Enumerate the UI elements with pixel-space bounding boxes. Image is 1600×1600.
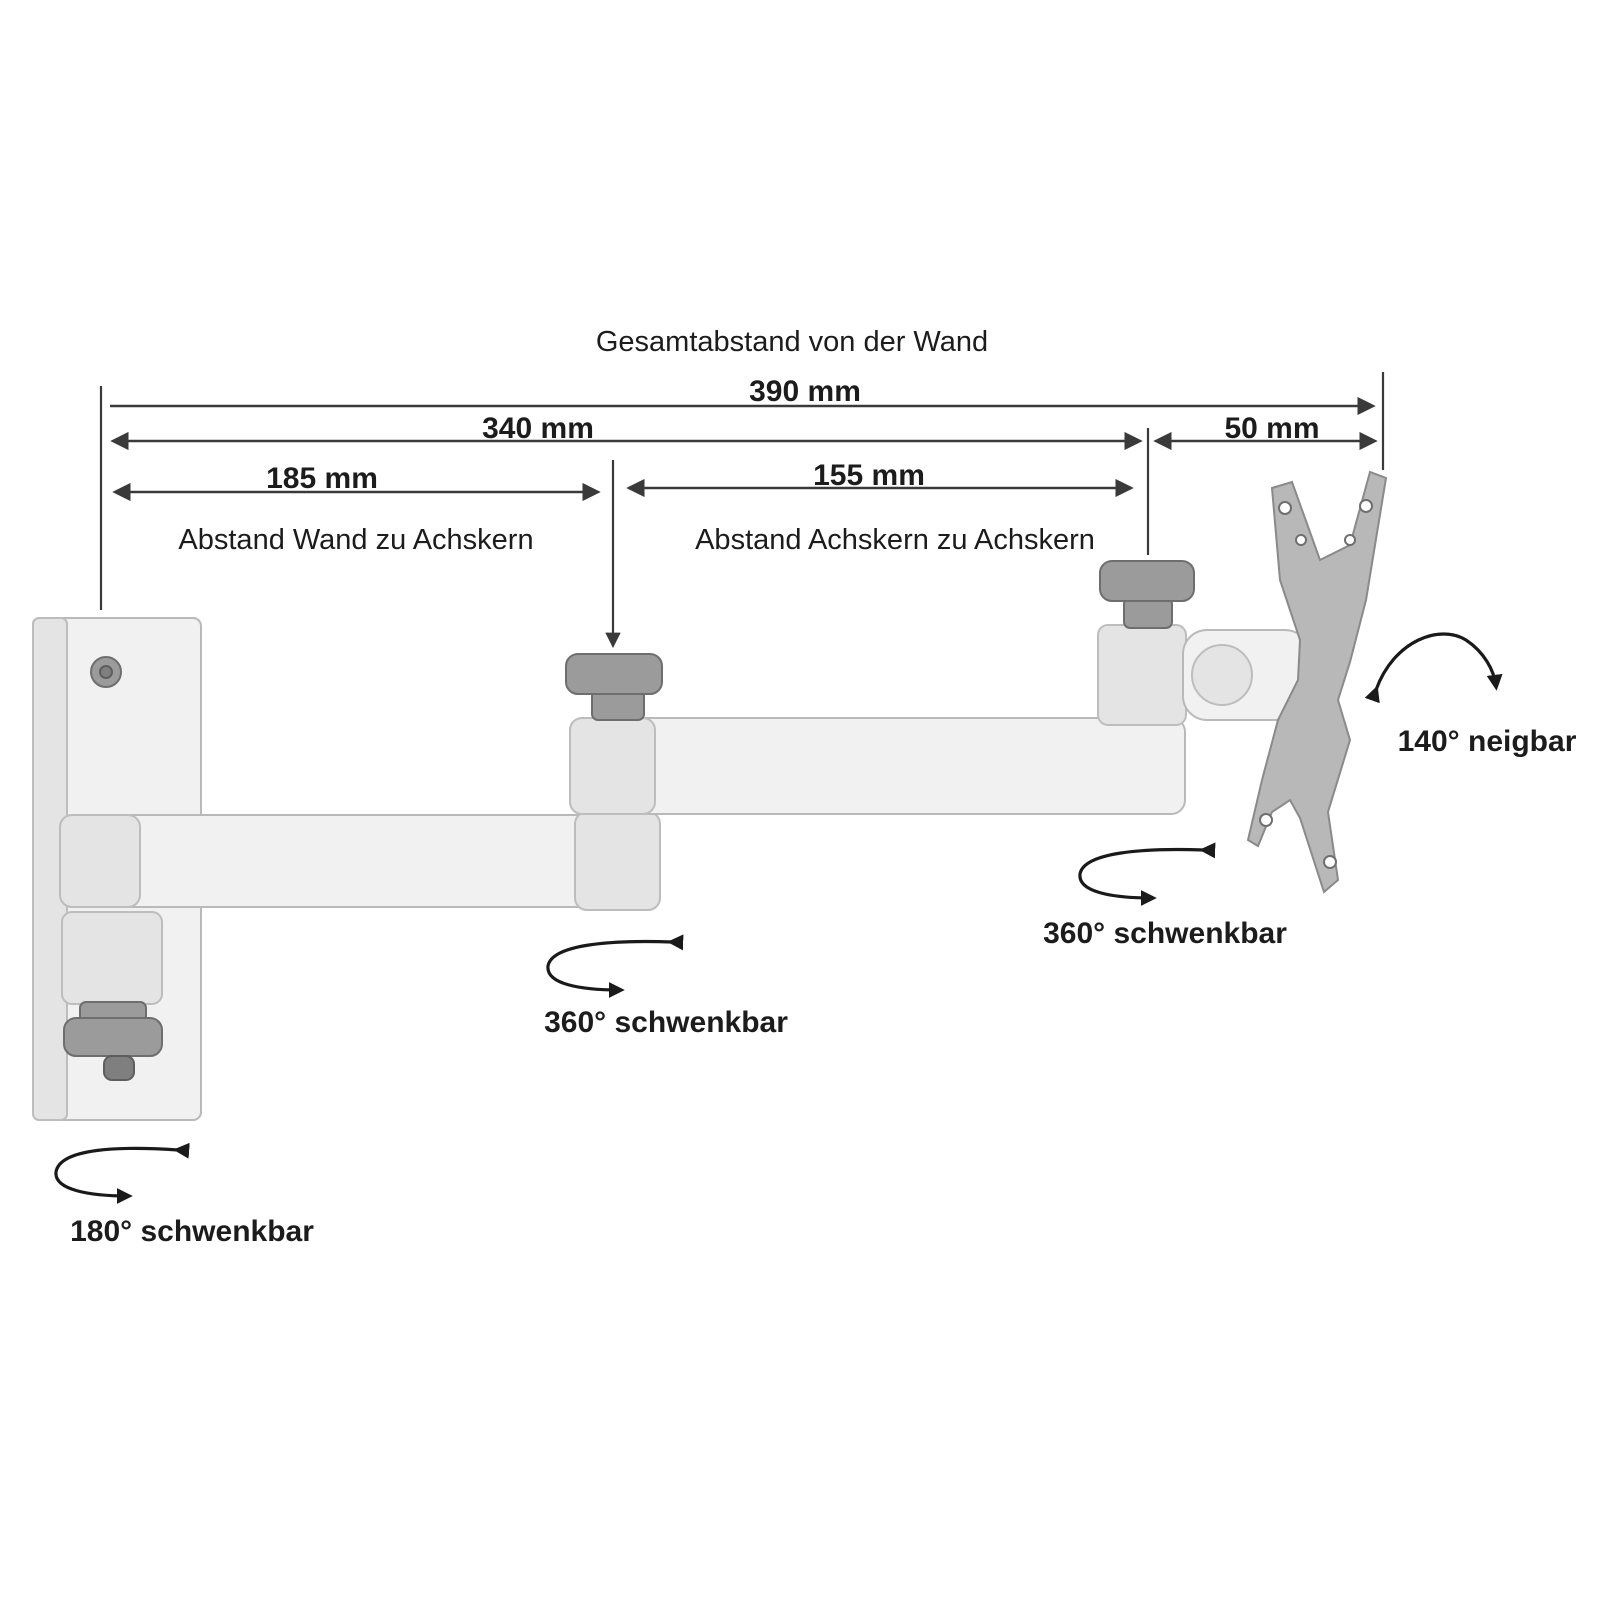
wall-screw-center-icon — [99, 665, 113, 679]
vesa-hole-mid-right — [1344, 534, 1356, 546]
wall-hinge-barrel — [61, 911, 163, 1005]
head-joint-barrel — [1097, 624, 1187, 726]
dimension-lines — [99, 372, 1385, 649]
head-swivel-arrow-icon — [1078, 842, 1216, 906]
second-arm-start-cap — [569, 717, 656, 815]
wall-hinge-bolt-icon — [103, 1055, 135, 1081]
head-joint — [1097, 560, 1310, 726]
tilt-arrow-icon — [1364, 632, 1503, 704]
dim-label-185: 185 mm — [266, 462, 378, 495]
wall-swivel-label: 180° schwenkbar — [70, 1215, 314, 1248]
head-joint-washer — [1123, 597, 1173, 629]
second-arm-body — [569, 717, 1186, 815]
vesa-hole-bottom-right — [1323, 855, 1337, 869]
head-joint-knob-icon — [1099, 560, 1195, 602]
middle-joint-knob-icon — [565, 653, 663, 695]
dim-label-340: 340 mm — [482, 412, 594, 445]
vesa-hole-top-left — [1278, 501, 1292, 515]
middle-swivel-arrow-icon — [546, 934, 684, 998]
vesa-hole-top-right — [1359, 499, 1373, 513]
axis-to-axis-caption: Abstand Achskern zu Achskern — [695, 524, 1095, 556]
vesa-hole-mid-left — [1295, 534, 1307, 546]
total-distance-caption: Gesamtabstand von der Wand — [596, 326, 988, 358]
vesa-hole-bottom-left — [1259, 813, 1273, 827]
rotation-arrows — [54, 632, 1503, 1204]
wall-hinge-knob-icon — [63, 1017, 163, 1057]
tilt-hinge — [1191, 644, 1253, 706]
dim-label-155: 155 mm — [813, 459, 925, 492]
head-swivel-label: 360° schwenkbar — [1043, 917, 1287, 950]
tilt-label: 140° neigbar — [1398, 725, 1577, 758]
first-arm-end-cap — [574, 811, 661, 911]
vesa-plate — [1246, 470, 1388, 894]
middle-swivel-label: 360° schwenkbar — [544, 1006, 788, 1039]
second-arm — [565, 653, 1186, 815]
wall-hinge — [61, 911, 163, 1081]
dim-label-390: 390 mm — [749, 375, 861, 408]
vesa-plate-body — [1246, 470, 1388, 894]
wall-swivel-arrow-icon — [54, 1142, 190, 1204]
dimension-labels: Gesamtabstand von der Wand 390 mm 340 mm… — [178, 326, 1319, 556]
first-arm-body — [59, 814, 661, 908]
first-arm-wall-cap — [59, 814, 141, 908]
wall-to-axis-caption: Abstand Wand zu Achskern — [178, 524, 533, 556]
dim-label-50: 50 mm — [1224, 412, 1319, 445]
movement-labels: 180° schwenkbar 360° schwenkbar 360° sch… — [70, 725, 1577, 1248]
first-arm — [59, 811, 661, 911]
